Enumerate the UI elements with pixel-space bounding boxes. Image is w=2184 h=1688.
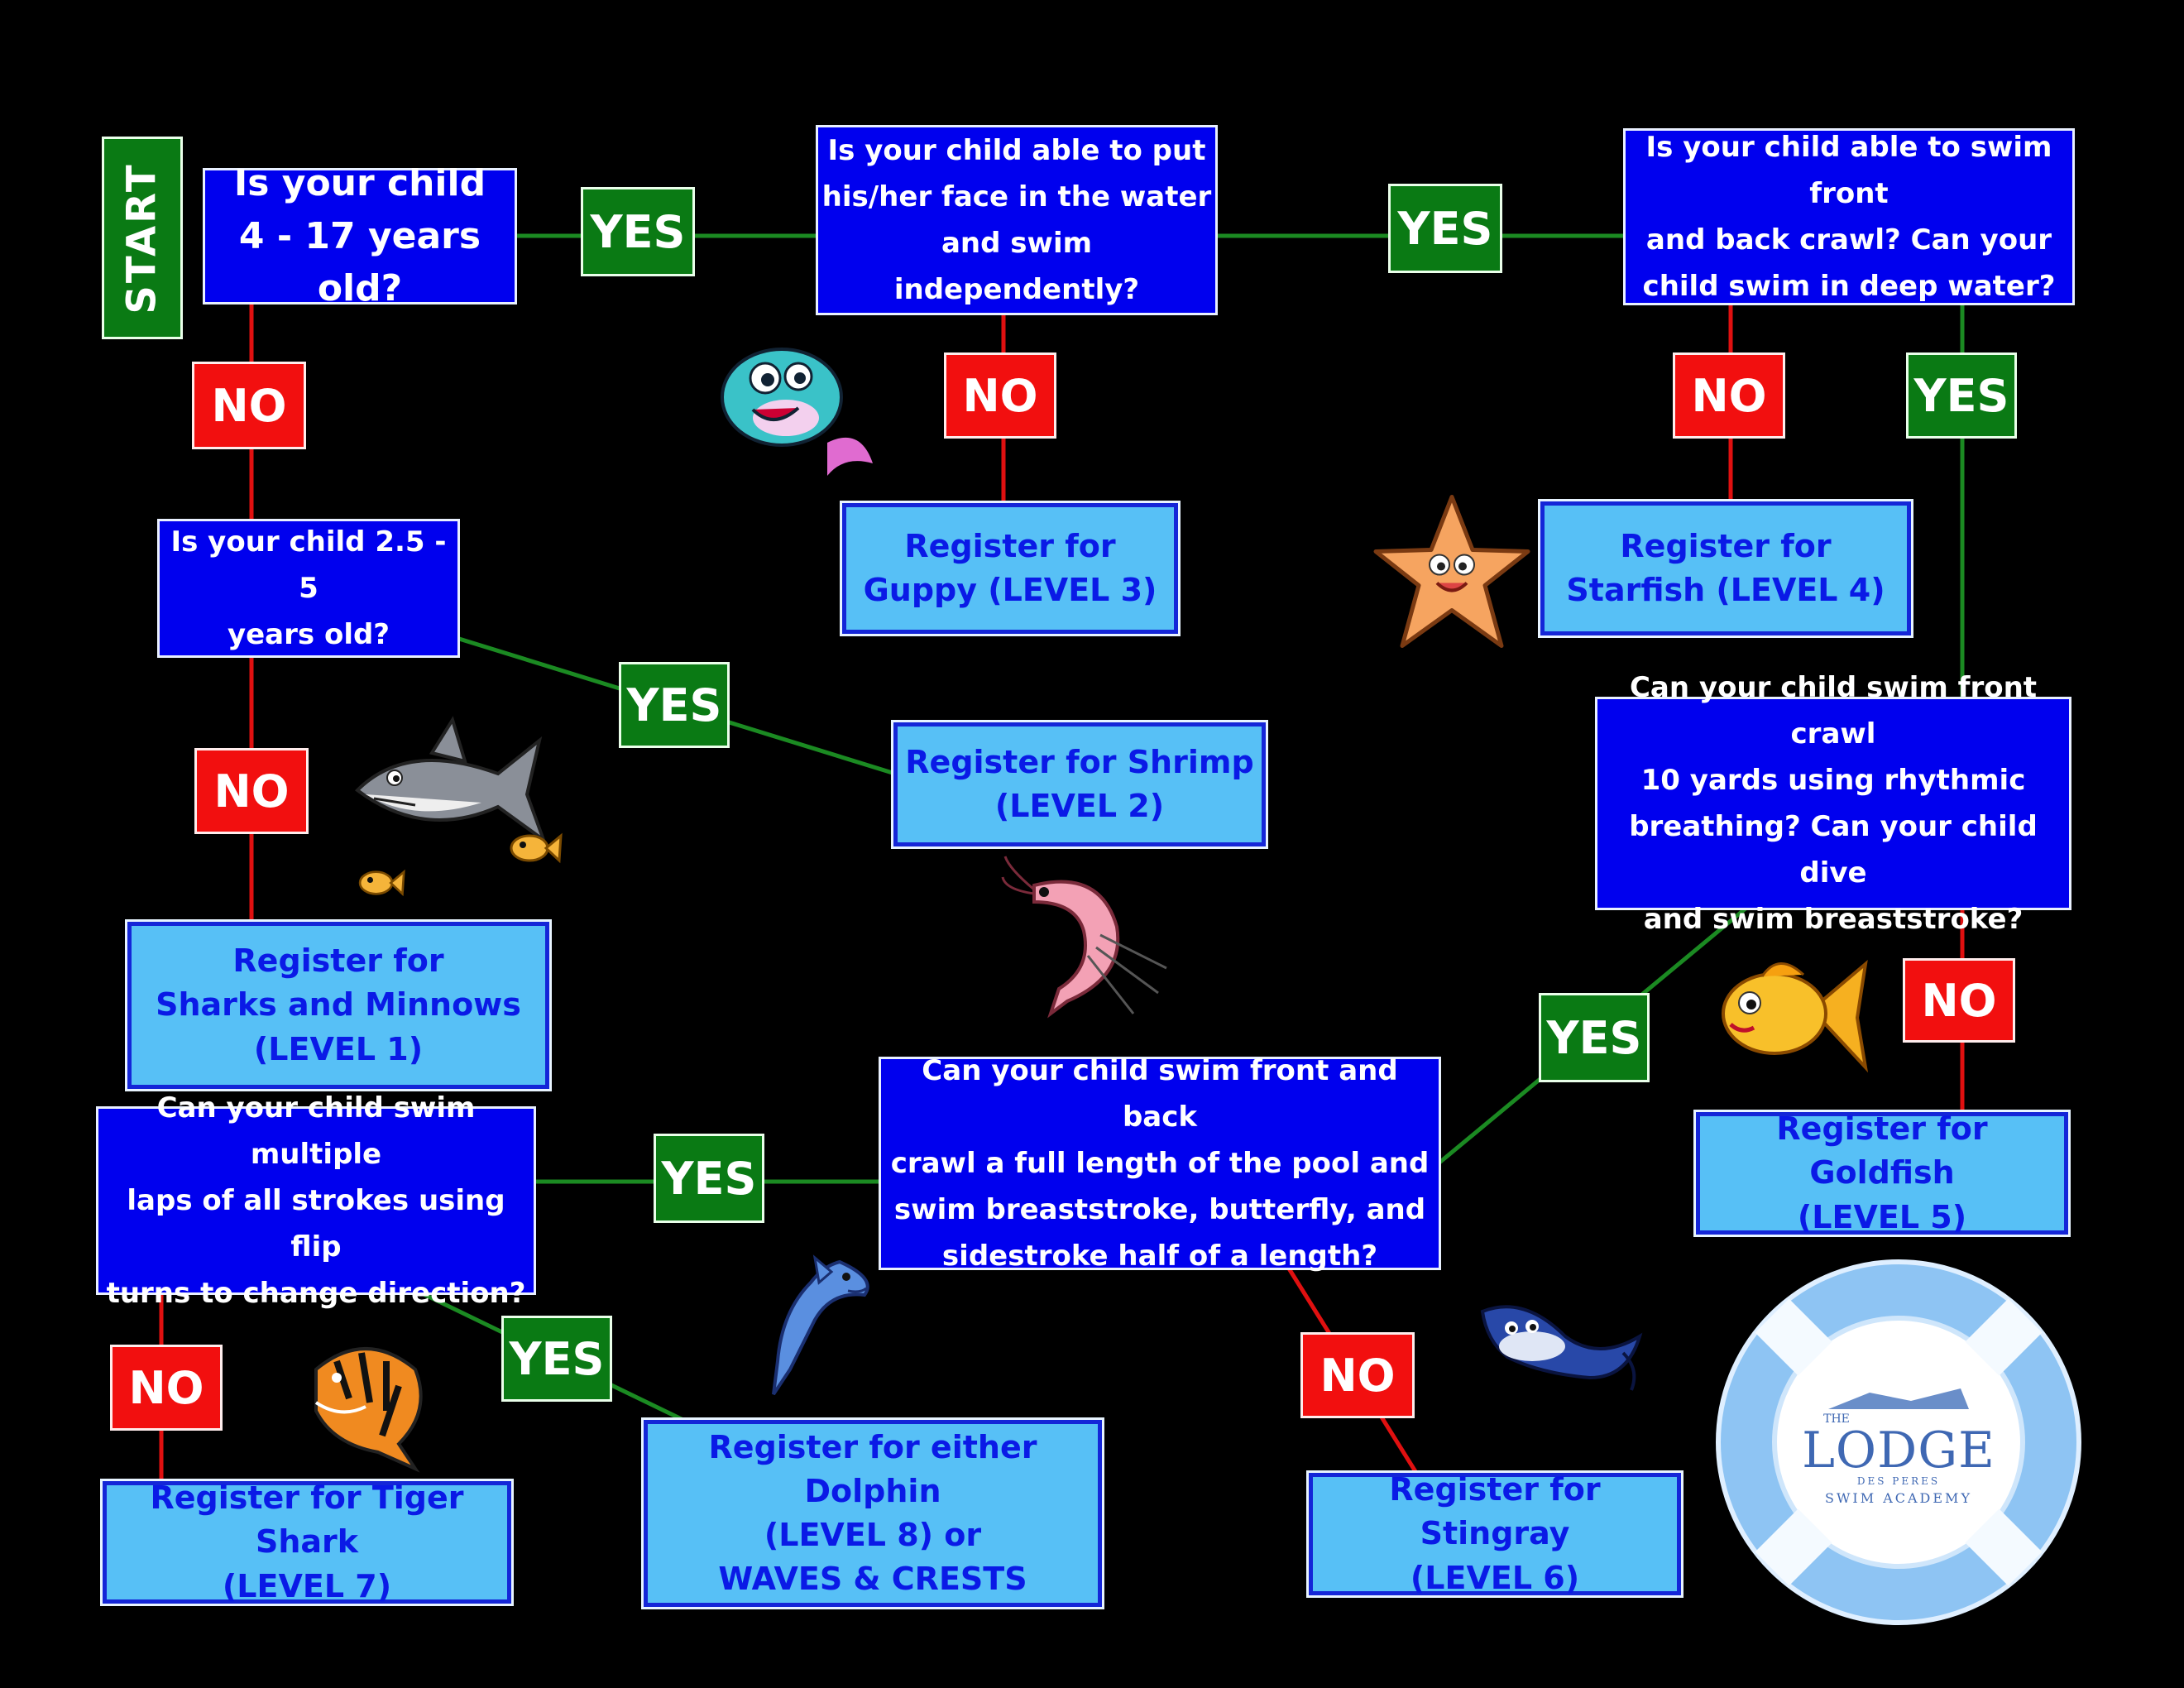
question-age-4-17: Is your child 4 - 17 years old?	[203, 162, 517, 309]
no-label-laps: NO	[110, 1345, 223, 1431]
result-stingray[interactable]: Register for Stingray (LEVEL 6)	[1306, 1470, 1684, 1598]
result-starfish[interactable]: Register for Starfish (LEVEL 4)	[1538, 499, 1913, 638]
small-fish-icon-2	[358, 869, 405, 897]
question-front-back-crawl: Is your child able to swim front and bac…	[1623, 128, 2075, 305]
question-rhythmic-breathing: Can your child swim front crawl 10 yards…	[1595, 671, 2071, 936]
shrimp-icon	[1001, 856, 1167, 1019]
small-fish-icon	[510, 832, 563, 864]
result-tiger-shark[interactable]: Register for Tiger Shark (LEVEL 7)	[100, 1479, 514, 1606]
yes-label-face: YES	[1388, 184, 1502, 273]
logo-tagline: SWIM ACADEMY	[1825, 1489, 1972, 1506]
question-face-in-water: Is your child able to put his/her face i…	[816, 125, 1218, 315]
tiger-shark-icon	[314, 1347, 423, 1473]
no-label-age: NO	[192, 362, 306, 449]
result-goldfish[interactable]: Register for Goldfish (LEVEL 5)	[1693, 1110, 2071, 1237]
yes-label-age25: YES	[619, 662, 730, 748]
yes-label-laps: YES	[501, 1316, 612, 1402]
no-label-age25: NO	[194, 748, 309, 834]
no-label-rhythmic: NO	[1903, 958, 2015, 1043]
yes-label-rhythmic: YES	[1539, 993, 1650, 1082]
result-dolphin[interactable]: Register for either Dolphin (LEVEL 8) or…	[641, 1417, 1104, 1609]
question-age-2-5: Is your child 2.5 - 5 years old?	[157, 519, 460, 658]
yes-label-age: YES	[581, 187, 695, 276]
lodge-logo: THE LODGE DES PERES SWIM ACADEMY	[1712, 1256, 2085, 1628]
question-multiple-laps: Can your child swim multiple laps of all…	[96, 1091, 536, 1310]
result-sharks-minnows[interactable]: Register for Sharks and Minnows (LEVEL 1…	[125, 919, 552, 1091]
stingray-icon	[1480, 1305, 1643, 1391]
logo-name: LODGE	[1802, 1421, 1995, 1479]
no-label-face: NO	[944, 352, 1056, 439]
yes-label-full-length: YES	[654, 1134, 764, 1223]
question-full-length: Can your child swim front and back crawl…	[879, 1054, 1441, 1273]
fish-icon	[721, 348, 873, 476]
logo-text: THE LODGE DES PERES SWIM ACADEMY	[1712, 1256, 2085, 1628]
goldfish-icon	[1722, 960, 1869, 1073]
logo-sub: DES PERES	[1856, 1475, 1941, 1487]
no-label-full-length: NO	[1300, 1332, 1415, 1418]
result-guppy[interactable]: Register for Guppy (LEVEL 3)	[840, 501, 1181, 636]
starfish-icon	[1373, 495, 1530, 648]
yes-label-crawl: YES	[1906, 352, 2017, 439]
no-label-crawl: NO	[1673, 352, 1785, 439]
shark-icon	[354, 716, 548, 845]
start-label: START	[102, 137, 183, 339]
dolphin-icon	[772, 1254, 869, 1396]
result-shrimp[interactable]: Register for Shrimp (LEVEL 2)	[891, 720, 1268, 849]
logo-the: THE	[1823, 1412, 1850, 1426]
life-buoy-icon	[1716, 1259, 2081, 1625]
